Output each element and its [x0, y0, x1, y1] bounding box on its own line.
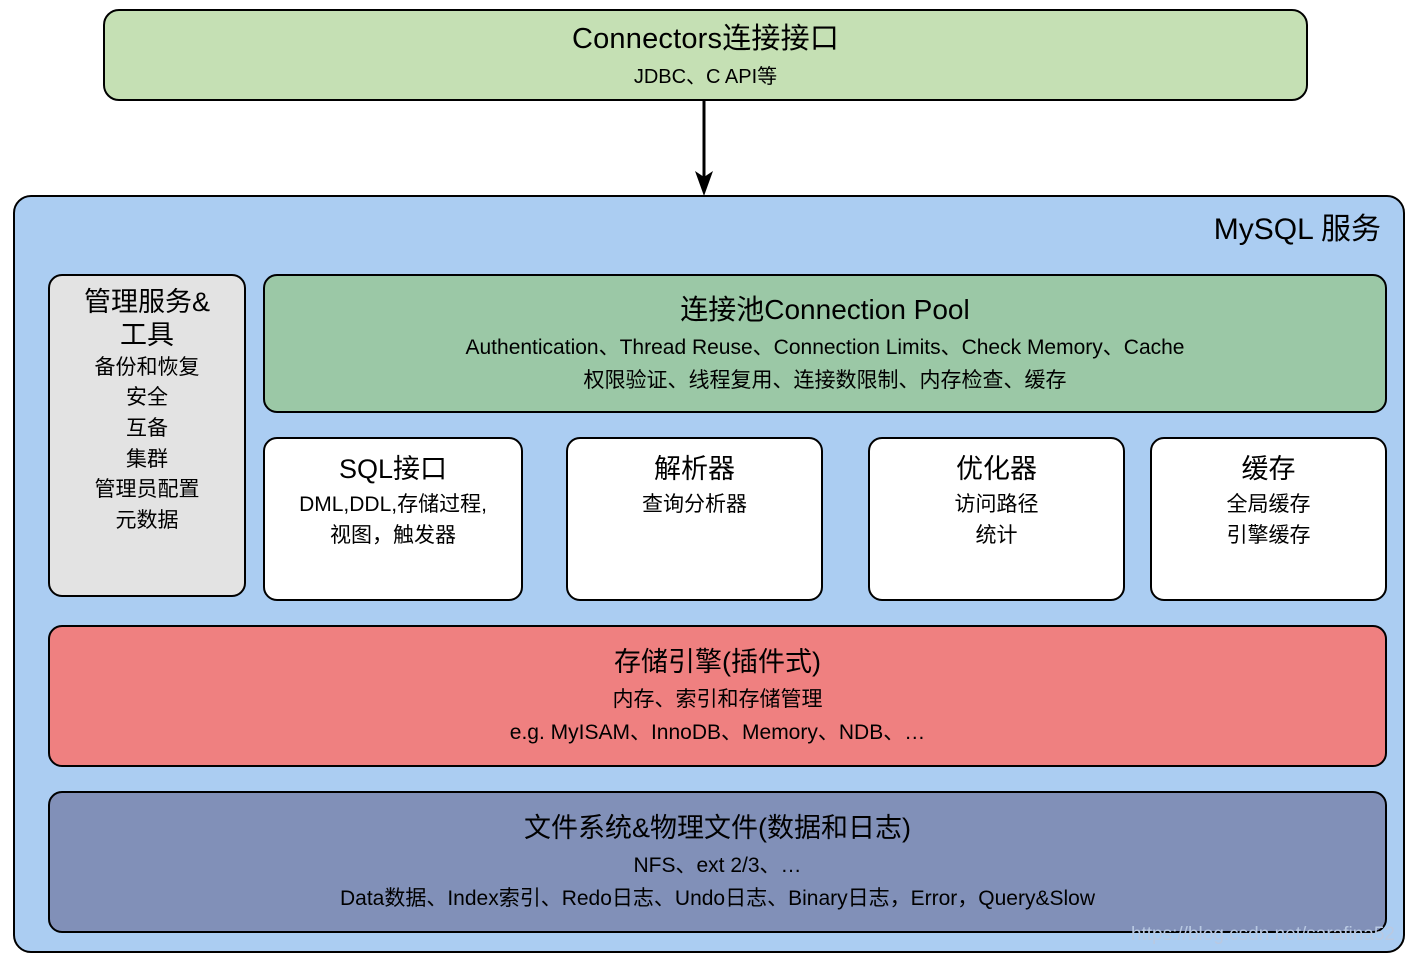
- filesystem-sub1: NFS、ext 2/3、…: [633, 854, 802, 878]
- sql-interface-title: SQL接口: [338, 454, 448, 484]
- connection-pool-title: 连接池Connection Pool: [680, 294, 970, 326]
- storage-engine-sub1: 内存、索引和存储管理: [612, 688, 823, 712]
- optimizer-sub2: 统计: [975, 523, 1018, 547]
- cache-title: 缓存: [1241, 454, 1296, 484]
- connectors-box: Connectors连接接口 JDBC、C API等: [103, 9, 1308, 101]
- management-item-metadata: 元数据: [115, 508, 179, 532]
- management-item-backup: 备份和恢复: [94, 355, 200, 379]
- management-services-box: 管理服务& 工具 备份和恢复 安全 互备 集群 管理员配置 元数据: [48, 274, 246, 597]
- connectors-title: Connectors连接接口: [571, 22, 840, 55]
- management-item-security: 安全: [126, 386, 168, 410]
- storage-engine-title: 存储引擎(插件式): [614, 647, 821, 678]
- cache-box: 缓存 全局缓存 引擎缓存: [1150, 437, 1387, 601]
- optimizer-box: 优化器 访问路径 统计: [868, 437, 1125, 601]
- connection-pool-sub-en: Authentication、Thread Reuse、Connection L…: [465, 336, 1185, 360]
- mysql-service-box: MySQL 服务 管理服务& 工具 备份和恢复 安全 互备 集群 管理员配置 元…: [13, 195, 1405, 953]
- filesystem-box: 文件系统&物理文件(数据和日志) NFS、ext 2/3、… Data数据、In…: [48, 791, 1387, 933]
- optimizer-title: 优化器: [956, 454, 1037, 484]
- cache-sub1: 全局缓存: [1226, 492, 1311, 516]
- management-title-line2: 工具: [120, 319, 174, 350]
- parser-box: 解析器 查询分析器: [566, 437, 823, 601]
- mysql-service-title: MySQL 服务: [1213, 213, 1381, 246]
- optimizer-sub1: 访问路径: [954, 492, 1039, 516]
- connectors-subtitle: JDBC、C API等: [633, 65, 778, 88]
- sql-interface-sub2: 视图，触发器: [330, 523, 456, 547]
- filesystem-sub2: Data数据、Index索引、Redo日志、Undo日志、Binary日志，Er…: [339, 886, 1096, 910]
- management-title-line1: 管理服务&: [83, 287, 210, 317]
- connection-pool-sub-zh: 权限验证、线程复用、连接数限制、内存检查、缓存: [583, 368, 1067, 392]
- storage-engine-sub2: e.g. MyISAM、InnoDB、Memory、NDB、…: [509, 720, 926, 744]
- connection-pool-box: 连接池Connection Pool Authentication、Thread…: [263, 274, 1387, 413]
- parser-sub1: 查询分析器: [642, 492, 747, 516]
- management-item-cluster: 集群: [126, 447, 168, 471]
- filesystem-title: 文件系统&物理文件(数据和日志): [524, 813, 911, 844]
- sql-interface-box: SQL接口 DML,DDL,存储过程, 视图，触发器: [263, 437, 523, 601]
- management-item-admin-config: 管理员配置: [94, 478, 200, 502]
- down-arrow-icon: [695, 101, 713, 196]
- management-item-replication: 互备: [126, 416, 168, 440]
- storage-engine-box: 存储引擎(插件式) 内存、索引和存储管理 e.g. MyISAM、InnoDB、…: [48, 625, 1387, 767]
- sql-interface-sub1: DML,DDL,存储过程,: [299, 492, 487, 516]
- parser-title: 解析器: [654, 454, 735, 484]
- cache-sub2: 引擎缓存: [1226, 523, 1311, 547]
